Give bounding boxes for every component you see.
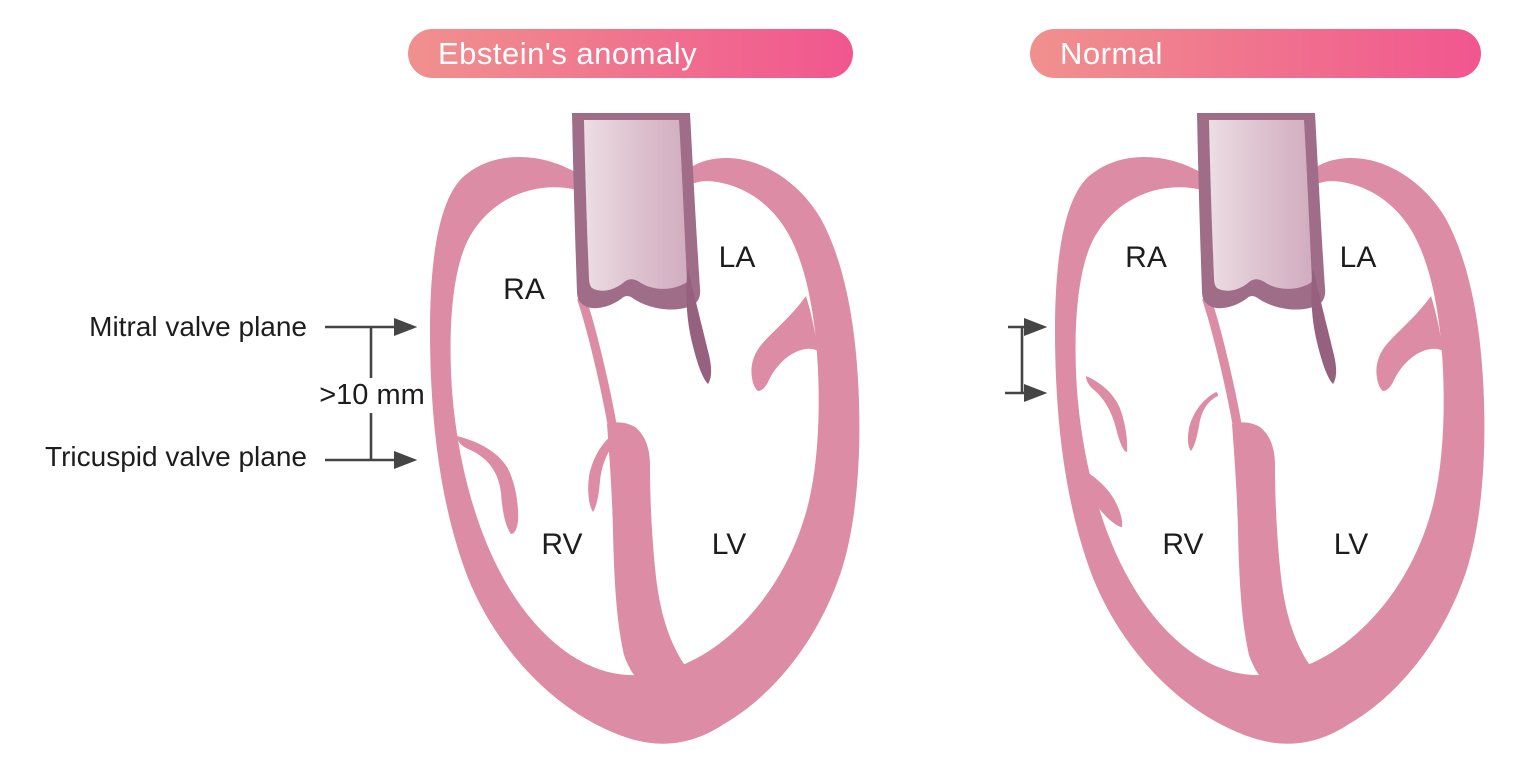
normal-title: Normal — [1060, 36, 1163, 71]
ebstein-tricuspid-septal-leaflet — [588, 430, 622, 512]
ebstein-heart: RA LA RV LV — [430, 113, 859, 744]
ebstein-valve-plane-arrows — [325, 317, 418, 470]
normal-lv-label: LV — [1334, 528, 1368, 561]
normal-tricuspid-septal-leaflet — [1187, 392, 1218, 451]
distance-label: >10 mm — [319, 379, 425, 411]
normal-tricuspid-freewall-leaflet — [1086, 376, 1128, 452]
ebstein-la-label: LA — [719, 241, 756, 274]
normal-ra-label: RA — [1125, 241, 1167, 274]
ebstein-ra-label: RA — [503, 273, 545, 306]
ebstein-title: Ebstein's anomaly — [438, 36, 698, 71]
tricuspid-valve-plane-label: Tricuspid valve plane — [45, 441, 307, 472]
normal-title-banner: Normal — [1030, 29, 1481, 78]
ebstein-tricuspid-freewall-leaflet — [457, 436, 519, 534]
ebstein-lv-label: LV — [712, 528, 746, 561]
normal-la-label: LA — [1340, 241, 1377, 274]
ebstein-rv-label: RV — [541, 528, 582, 561]
mitral-valve-plane-label: Mitral valve plane — [89, 311, 307, 342]
ebstein-title-banner: Ebstein's anomaly — [408, 29, 853, 78]
normal-rv-label: RV — [1162, 528, 1203, 561]
normal-valve-plane-arrows — [1005, 317, 1048, 403]
normal-rv-papillary — [1073, 465, 1123, 527]
normal-heart: RA LA RV LV — [1055, 113, 1484, 744]
